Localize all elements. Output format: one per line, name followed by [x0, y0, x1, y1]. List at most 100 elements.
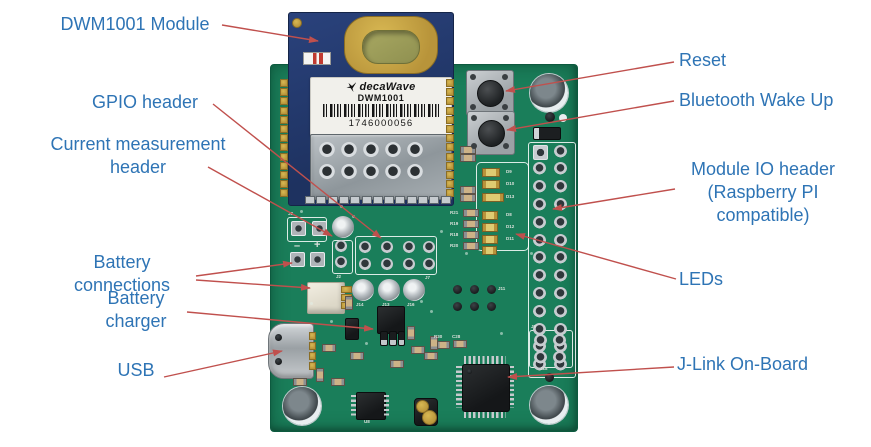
label-module-io-header: Module IO header (Raspberry PI compatibl…	[690, 159, 836, 225]
module-castellation-left	[280, 125, 288, 133]
soic8-ic	[356, 392, 386, 420]
module-castellation-left	[280, 106, 288, 115]
usb-pin	[309, 332, 316, 340]
io-header-pin	[532, 215, 546, 229]
led-label: D12	[506, 224, 515, 229]
shield-hole	[341, 142, 357, 158]
battery-connector	[307, 282, 345, 314]
module-castellation-right	[446, 125, 454, 133]
battery-pad-minus	[290, 252, 305, 267]
resistor-footprint	[463, 209, 479, 217]
io-header-pin	[532, 180, 546, 194]
passive-component	[390, 360, 404, 368]
gpio-header-pin	[403, 241, 415, 253]
resistor-footprint	[460, 154, 476, 162]
io-header-pin	[553, 269, 567, 283]
silk-r30: R30	[434, 334, 443, 339]
module-castellation-right	[446, 106, 454, 115]
module-castellation-bottom	[440, 196, 451, 204]
io-header-pin	[532, 251, 546, 265]
module-castellation-right	[446, 152, 454, 161]
diode-d16	[533, 127, 561, 140]
label-jlink-on-board: J-Link On-Board	[677, 354, 809, 374]
io-header-pin	[553, 233, 567, 247]
label-dwm1001-module: DWM1001 Module	[60, 14, 210, 34]
gpio-header-pin	[403, 258, 415, 270]
button-screw	[503, 143, 509, 149]
sot23-transistor	[345, 318, 359, 340]
charger-pin-2	[389, 331, 397, 346]
jlink-pins-top	[464, 356, 506, 364]
debug-header-pin	[533, 333, 547, 347]
io-header-pin	[532, 286, 546, 300]
passive-component	[436, 341, 450, 349]
gpio-header-pin	[381, 258, 393, 270]
silk-plus: +	[314, 239, 321, 251]
shield-hole	[407, 142, 423, 158]
silk-j2: J2	[336, 274, 342, 279]
module-castellation-left	[280, 143, 288, 152]
via	[430, 310, 433, 313]
jlink-pins-left	[456, 366, 464, 408]
shield-hole	[363, 142, 379, 158]
via	[530, 252, 533, 255]
io-header-pin	[553, 162, 567, 176]
module-castellation-left	[280, 171, 288, 179]
silk-minus: –	[294, 240, 301, 252]
led	[482, 223, 498, 232]
label-leds: LEDs	[679, 269, 724, 289]
wakeup-button-cap	[478, 120, 505, 147]
module-castellation-bottom	[361, 196, 372, 204]
led-label: D8	[506, 212, 512, 217]
usb-connector	[268, 323, 314, 379]
module-castellation-left	[280, 88, 288, 97]
fiducial-dot	[292, 18, 302, 28]
passive-component	[453, 340, 467, 348]
module-castellation-left	[280, 189, 288, 198]
shield-hole	[407, 164, 423, 180]
passive-component	[331, 378, 345, 386]
shield-hole	[319, 164, 335, 180]
resistor-footprint	[460, 146, 476, 154]
io-header-pin	[553, 304, 567, 318]
label-usb: USB	[117, 360, 155, 380]
passive-component	[293, 378, 307, 386]
silk-j13: J13	[382, 302, 390, 307]
io-header-pin	[532, 322, 546, 336]
io-header-pin	[553, 215, 567, 229]
via	[330, 320, 333, 323]
debug-header-pin	[552, 350, 566, 364]
gpio-header-pin	[423, 241, 435, 253]
gpio-header-pin	[359, 241, 371, 253]
module-castellation-left	[280, 97, 288, 106]
shield-hole	[385, 164, 401, 180]
soic8-pins-right	[384, 395, 389, 416]
usb-pin	[309, 362, 316, 370]
module-model: DWM1001	[357, 93, 405, 103]
module-serial: 1746000056	[348, 118, 414, 129]
test-point-white	[559, 114, 567, 122]
usb-pin	[309, 352, 316, 360]
label-reset: Reset	[679, 50, 727, 70]
io-header-pin	[553, 286, 567, 300]
module-castellation-right	[446, 88, 454, 97]
brand-row: decaWave	[311, 81, 451, 93]
led	[482, 180, 500, 189]
j11-pad	[452, 284, 462, 294]
silk-j18: J18	[540, 366, 548, 371]
led	[482, 246, 497, 255]
silk-j11: J11	[498, 286, 506, 291]
label-current-measurement: Current measurement header	[50, 134, 226, 177]
charger-pin-1	[380, 331, 388, 346]
module-castellation-right	[446, 143, 454, 152]
j11-pad	[452, 301, 462, 311]
silk-r20: R20	[450, 243, 459, 248]
led-label: D13	[506, 194, 515, 199]
module-castellation-bottom	[406, 196, 417, 204]
buzzer-pad-2	[422, 410, 437, 425]
passive-component	[424, 352, 438, 360]
j18-pad	[545, 373, 554, 382]
silk-j8: J8	[288, 211, 294, 216]
charger-pin-3	[398, 331, 405, 346]
module-castellation-right	[446, 134, 454, 143]
